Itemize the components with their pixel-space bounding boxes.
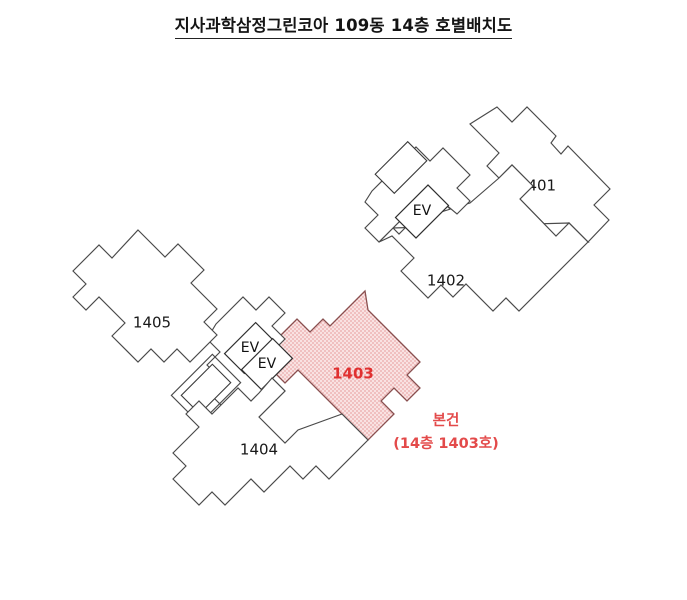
elevator-left-lower-box (240, 337, 294, 391)
unit-1402-label: 1402 (427, 272, 465, 290)
unit-1404-outline (172, 377, 369, 506)
unit-1404[interactable]: 1404 (172, 377, 369, 506)
core-top: EV (364, 140, 471, 243)
page-title-text: 지사과학삼정그린코아 109동 14층 호별배치도 (174, 16, 513, 39)
unit-1403[interactable]: 1403 (271, 289, 421, 441)
subject-callout: 본건 (14층 1403호) (393, 412, 499, 452)
stair-left-frame (170, 353, 242, 425)
elevator-top-box (394, 184, 450, 239)
elevator-left-lower-label: EV (258, 356, 277, 372)
elevator-top-label: EV (413, 203, 432, 219)
page-title: 지사과학삼정그린코아 109동 14층 호별배치도 (0, 12, 687, 39)
subject-callout-line2: (14층 1403호) (393, 435, 499, 452)
unit-1403-label: 1403 (332, 365, 374, 383)
unit-1405-outline (72, 229, 218, 363)
unit-1405[interactable]: 1405 (72, 229, 218, 363)
subject-callout-line1: 본건 (433, 412, 460, 429)
unit-1405-label: 1405 (133, 314, 171, 332)
floorplan-drawing: 1401 1402 EV 1403 EV EV (72, 106, 611, 506)
floorplan-canvas: 1401 1402 EV 1403 EV EV (0, 50, 687, 600)
stair-top-box (374, 140, 428, 195)
stair-left-box (180, 363, 232, 415)
unit-1404-label: 1404 (240, 441, 278, 459)
elevator-left-upper-label: EV (241, 340, 260, 356)
